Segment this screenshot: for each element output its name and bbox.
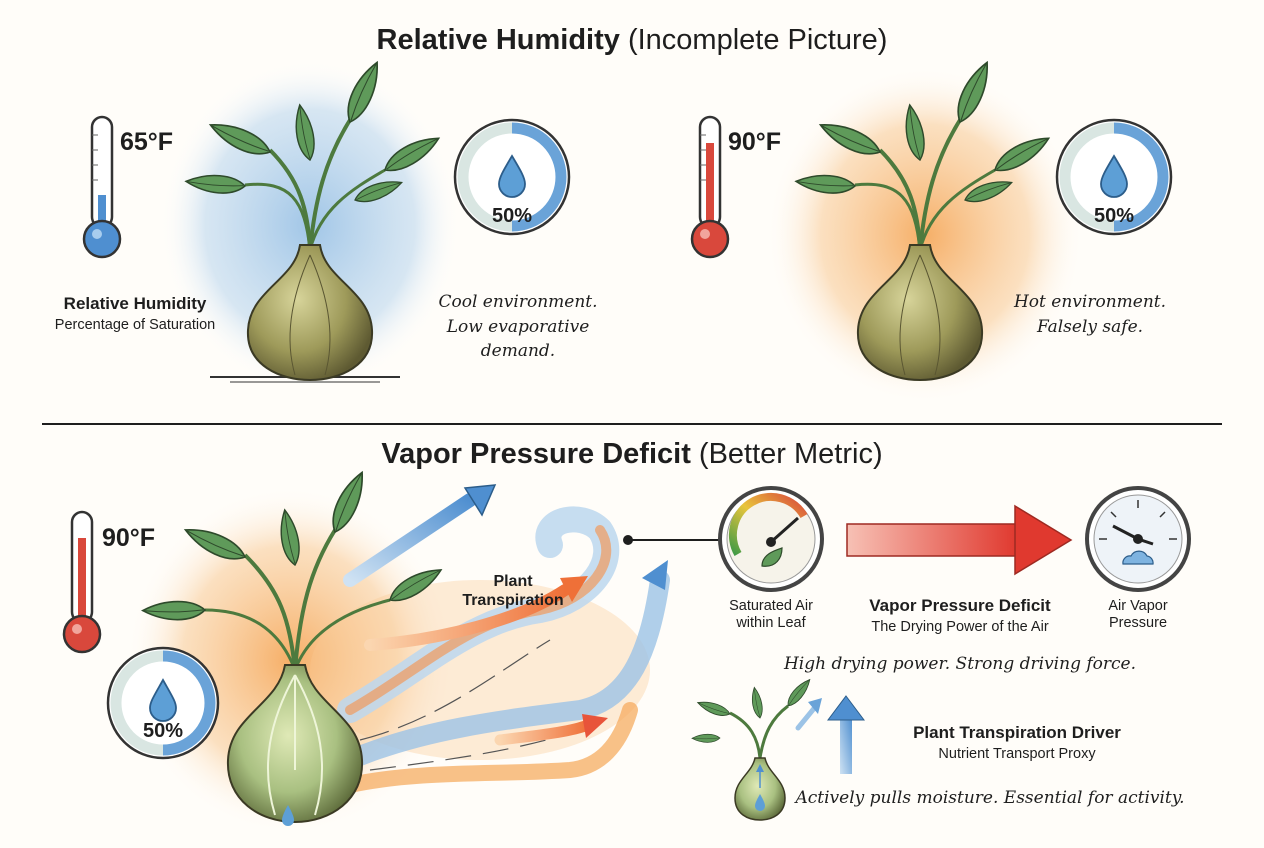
hot-plant-illustration [765,58,1085,405]
bottom-title-qualifier: (Better Metric) [698,438,883,470]
driver-note: Actively pulls moisture. Essential for a… [795,788,1185,808]
pressure-gauge-icon [718,486,824,592]
top-section-title: Relative Humidity (Incomplete Picture) [0,24,1264,57]
humidity-gauge-icon [1055,118,1173,236]
top-title-bold: Relative Humidity [376,24,620,56]
vpd-label-title: Vapor Pressure Deficit [869,596,1051,615]
plant-transpiration-line1: Plant [493,573,533,590]
small-plant-illustration [691,676,822,821]
hot-note: Hot environment. Falsely safe. [990,290,1190,339]
top-title-qualifier: (Incomplete Picture) [627,24,888,56]
section-divider [42,423,1222,425]
arrow-right-icon [846,504,1073,576]
hot-temperature-value: 90°F [728,128,782,156]
rh-label-title: Relative Humidity [63,294,207,313]
rh-label-subtitle: Percentage of Saturation [54,317,216,333]
cool-plant-illustration [160,58,460,390]
vpd-plant-illustration [125,468,670,835]
thermometer-icon [690,115,730,259]
air-vapor-line2: Pressure [1108,615,1168,632]
connector-line [623,535,720,545]
water-drop-icon [1100,154,1128,198]
air-vapor-label: Air Vapor Pressure [1073,598,1203,633]
arrow-up-icon [827,695,865,774]
cool-note-line2: Low evaporative demand. [446,316,590,362]
saturated-air-line2: within Leaf [736,615,806,632]
humidity-gauge-icon [106,646,220,760]
vpd-temperature-value: 90°F [102,524,156,552]
driver-subtitle: Nutrient Transport Proxy [938,746,1096,762]
humidity-gauge-icon [453,118,571,236]
plant-transpiration-label: Plant Transpiration [448,572,578,610]
pressure-gauge-icon [1085,486,1191,592]
saturated-air-line1: Saturated Air [729,598,813,614]
bottom-title-bold: Vapor Pressure Deficit [381,438,691,470]
vpd-humidity-value: 50% [142,720,184,742]
water-drop-icon [149,678,177,722]
vpd-label-subtitle: The Drying Power of the Air [871,619,1049,635]
hot-note-line1: Hot environment. [1013,292,1167,312]
leaf-icon [761,547,783,567]
drying-power-note: High drying power. Strong driving force. [783,654,1136,674]
hot-note-line2: Falsely safe. [1036,316,1144,337]
water-drop-icon [498,154,526,198]
cloud-icon [1122,550,1154,565]
plant-transpiration-line2: Transpiration [462,592,564,610]
cool-note-line1: Cool environment. [438,292,598,312]
cool-temperature-value: 65°F [120,128,174,156]
hot-humidity-value: 50% [1093,205,1135,227]
saturated-air-label: Saturated Air within Leaf [706,598,836,633]
thermometer-icon [62,510,102,654]
driver-title: Plant Transpiration Driver [913,723,1121,742]
bottom-section-title: Vapor Pressure Deficit (Better Metric) [0,438,1264,471]
cool-humidity-value: 50% [491,205,533,227]
cool-note: Cool environment. Low evaporative demand… [408,290,628,364]
air-vapor-line1: Air Vapor [1108,598,1168,614]
thermometer-icon [82,115,122,259]
